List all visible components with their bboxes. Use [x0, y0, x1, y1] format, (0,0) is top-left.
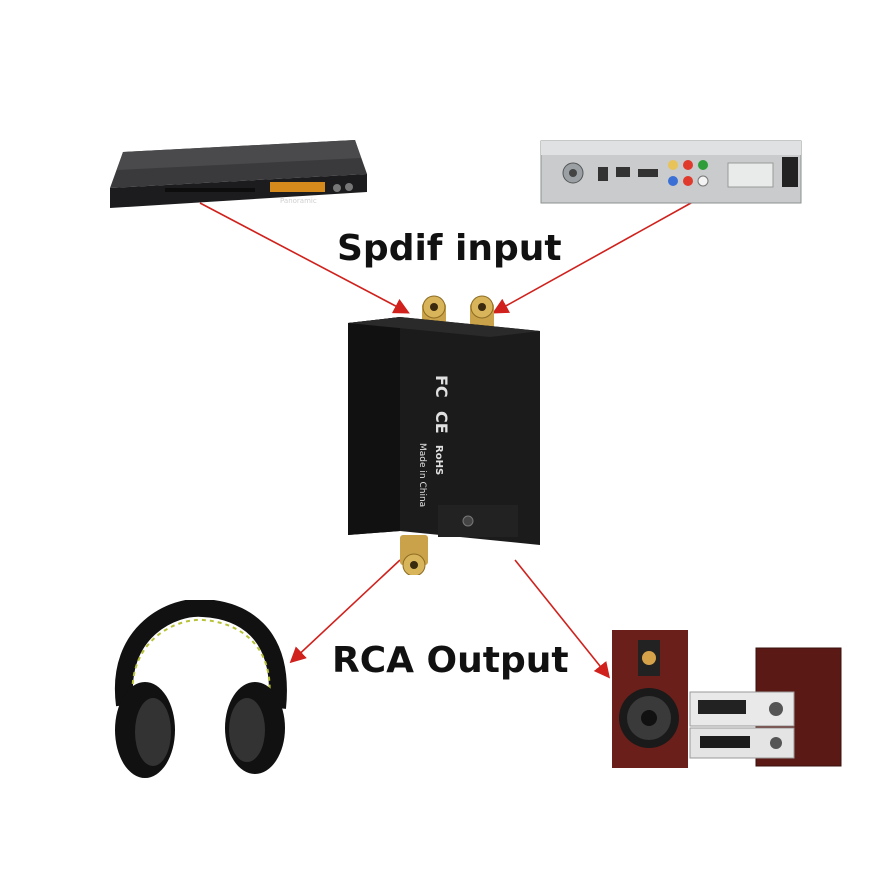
made-in-china-text: Made in China — [417, 443, 427, 507]
fc-mark: FC — [432, 375, 451, 398]
dvd-player-image: Panoramic — [110, 140, 367, 208]
dvd-brand-label: Panoramic — [280, 197, 317, 205]
rca-output-jacks — [400, 535, 428, 575]
hifi-speakers-image — [612, 630, 842, 768]
arrow-dvd-to-input — [199, 202, 410, 314]
rca-output-label: RCA Output — [332, 640, 569, 681]
rohs-mark: RoHS — [433, 445, 444, 475]
regulatory-marks: FC CE RoHS Made in China — [417, 375, 451, 507]
spdif-input-label: Spdif input — [337, 228, 562, 269]
arrow-output-to-headphones — [289, 559, 401, 664]
set-top-box-image — [540, 140, 802, 204]
ce-mark: CE — [432, 411, 451, 434]
arrow-output-to-speakers — [514, 559, 611, 679]
arrow-stb-to-input — [492, 197, 701, 314]
headphones-image — [114, 600, 287, 778]
dac-converter-image: FC CE RoHS Made in China — [348, 295, 540, 575]
